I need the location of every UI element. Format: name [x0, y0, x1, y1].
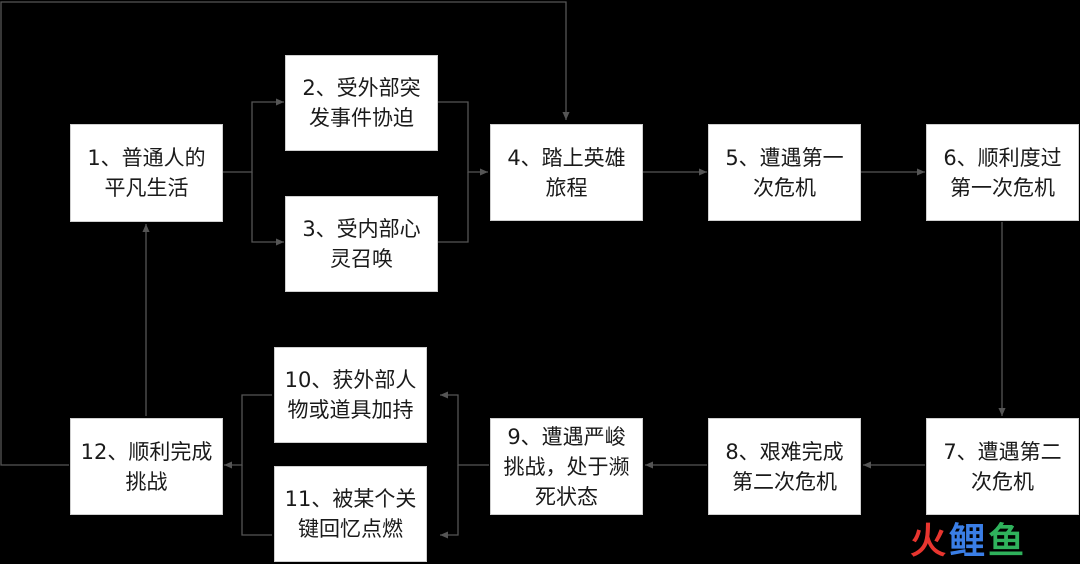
brand-char-2: 鲤: [949, 521, 987, 562]
node-4: 4、踏上英雄旅程: [490, 124, 643, 221]
node-line: 键回忆点燃: [297, 517, 403, 541]
node-3: 3、受内部心灵召唤: [285, 196, 438, 292]
node-line: 第一次危机: [950, 175, 1055, 200]
edge-12-4-loop: [0, 1, 570, 466]
node-line: 1、普通人的: [87, 146, 206, 170]
node-line: 挑战，处于濒: [503, 454, 630, 479]
node-line: 11、被某个关: [284, 487, 417, 511]
node-line: 第二次危机: [732, 469, 837, 494]
node-12: 12、顺利完成挑战: [70, 418, 223, 515]
node-line: 发事件协迫: [309, 106, 414, 130]
edge-3-4: [438, 172, 469, 243]
node-line: 次危机: [753, 175, 816, 200]
edge-10-12: [224, 394, 272, 469]
edge-1-3: [251, 172, 284, 246]
node-line: 2、受外部突: [302, 76, 421, 100]
node-line: 3、受内部心: [302, 217, 421, 241]
edge-11-12: [241, 465, 272, 536]
node-2: 2、受外部突发事件协迫: [285, 55, 438, 151]
node-line: 死状态: [535, 484, 598, 509]
edge-2-4: [438, 101, 488, 176]
node-text: 5、遭遇第一次危机: [725, 143, 843, 203]
node-line: 平凡生活: [104, 176, 189, 200]
node-7: 7、遭遇第二次危机: [926, 418, 1079, 515]
edge-9-10: [440, 391, 489, 466]
node-text: 1、普通人的平凡生活: [87, 143, 205, 203]
node-1: 1、普通人的平凡生活: [70, 124, 223, 222]
node-line: 旅程: [545, 175, 588, 200]
brand-char-1: 火: [910, 521, 948, 562]
node-8: 8、艰难完成第二次危机: [708, 418, 861, 515]
node-text: 8、艰难完成第二次危机: [725, 437, 843, 497]
node-text: 6、顺利度过第一次危机: [943, 143, 1061, 203]
node-text: 9、遭遇严峻挑战，处于濒死状态: [504, 422, 630, 512]
node-line: 8、艰难完成: [725, 439, 844, 464]
node-line: 9、遭遇严峻: [507, 424, 626, 449]
node-line: 5、遭遇第一: [725, 145, 844, 170]
node-text: 4、踏上英雄旅程: [507, 143, 625, 203]
node-line: 物或道具加持: [287, 398, 414, 422]
node-line: 4、踏上英雄: [507, 145, 626, 170]
node-6: 6、顺利度过第一次危机: [926, 124, 1079, 221]
brand-char-3: 鱼: [988, 521, 1026, 562]
brand-logo: 火 鲤 鱼: [910, 516, 1070, 562]
node-line: 7、遭遇第二: [943, 439, 1062, 464]
node-text: 3、受内部心灵召唤: [302, 214, 420, 274]
node-5: 5、遭遇第一次危机: [708, 124, 861, 221]
node-11: 11、被某个关键回忆点燃: [274, 466, 427, 562]
node-line: 6、顺利度过: [943, 145, 1062, 170]
node-text: 11、被某个关键回忆点燃: [285, 484, 417, 544]
node-text: 12、顺利完成挑战: [81, 437, 213, 497]
node-text: 7、遭遇第二次危机: [943, 437, 1061, 497]
node-9: 9、遭遇严峻挑战，处于濒死状态: [490, 418, 643, 515]
node-line: 灵召唤: [330, 247, 393, 271]
edge-9-11: [440, 465, 459, 539]
edge-1-2: [222, 98, 284, 173]
node-line: 次危机: [971, 469, 1034, 494]
node-text: 10、获外部人物或道具加持: [285, 365, 417, 425]
node-text: 2、受外部突发事件协迫: [302, 73, 420, 133]
node-line: 挑战: [125, 469, 168, 494]
node-line: 10、获外部人: [284, 368, 417, 392]
node-line: 12、顺利完成: [80, 439, 213, 464]
node-10: 10、获外部人物或道具加持: [274, 347, 427, 443]
